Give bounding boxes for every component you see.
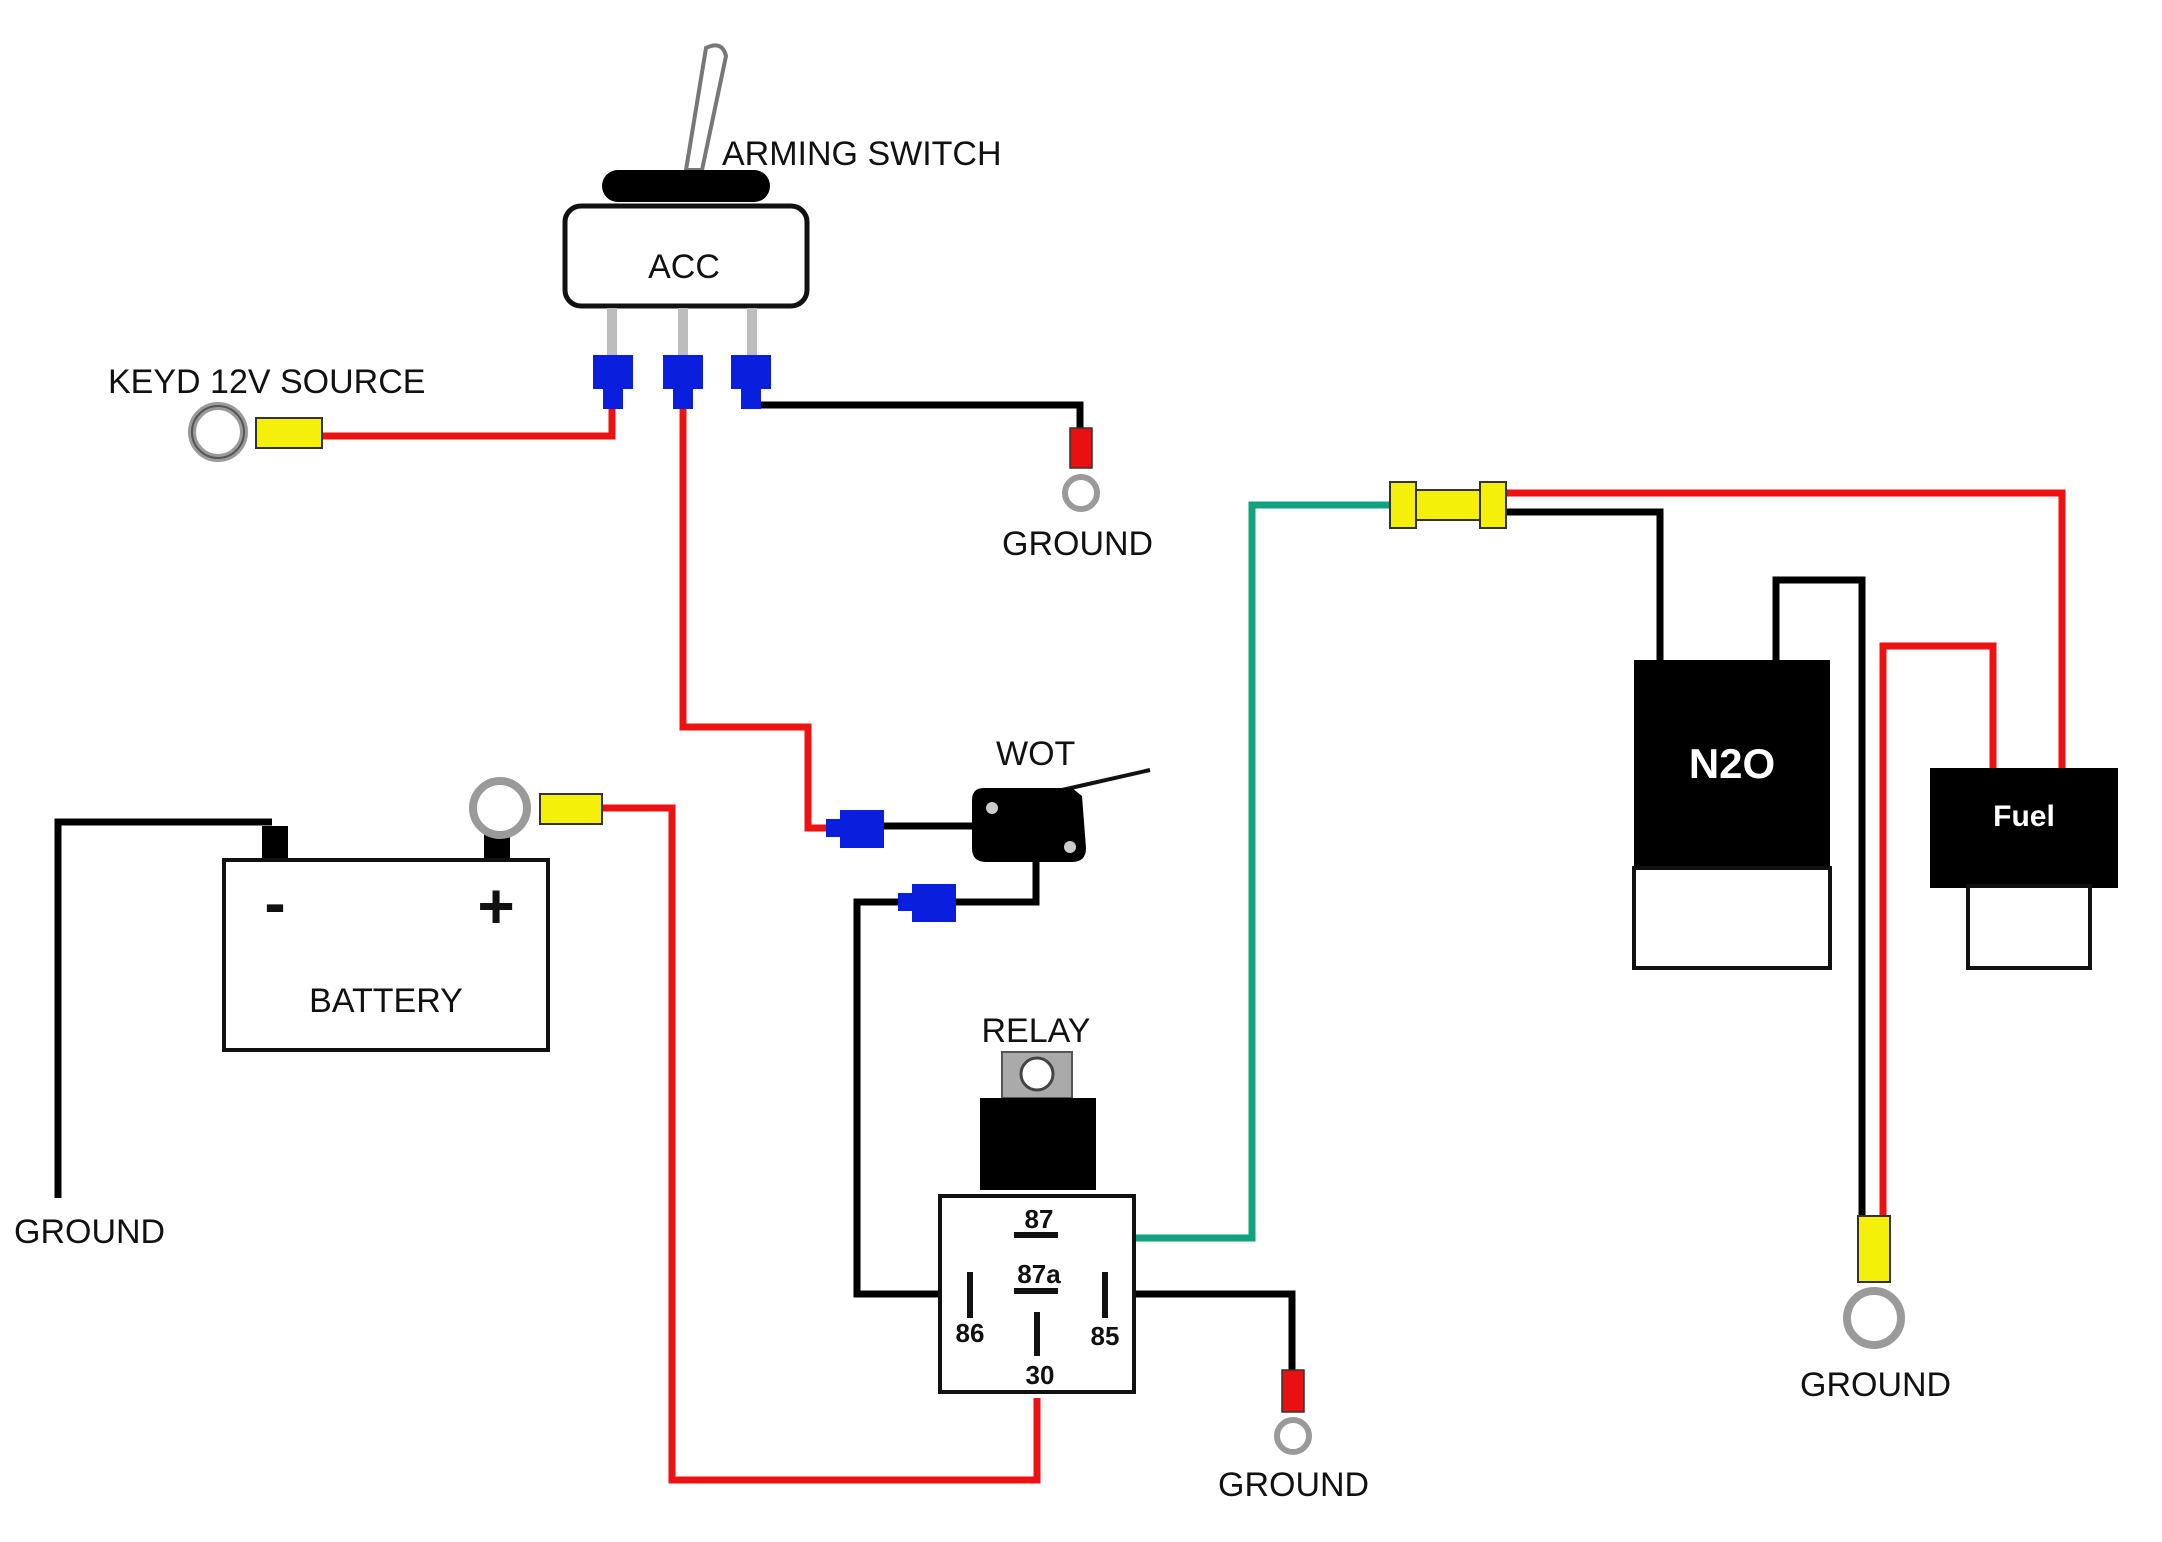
battery-plus-sign: + (477, 870, 514, 942)
wot-body (972, 788, 1086, 862)
label-key-source: KEYD 12V SOURCE (108, 363, 425, 401)
wire-fuel-ground (1879, 642, 1997, 1218)
switch-ground-terminal[interactable] (1062, 427, 1100, 512)
relay-pin-85: 85 (1091, 1321, 1120, 1351)
wire-battery-to-relay30 (600, 804, 1041, 1484)
wire-n2o-ground (1772, 576, 1866, 1218)
wire-battery-ground (54, 818, 272, 1198)
wot-switch[interactable] (972, 768, 1151, 862)
label-battery: BATTERY (309, 982, 463, 1020)
switch-terminal-middle[interactable] (663, 355, 703, 409)
label-acc: ACC (648, 248, 720, 286)
label-ground-battery: GROUND (14, 1213, 165, 1251)
wire-relay85-ground (1108, 1290, 1296, 1372)
wot-input-connector[interactable] (826, 810, 884, 848)
battery-body (222, 858, 550, 1052)
wire-relay86 (853, 898, 962, 1298)
wire-relay87-green (1062, 501, 1392, 1242)
relay-pin-87a: 87a (1017, 1259, 1061, 1289)
solenoid-connector[interactable] (1389, 481, 1507, 529)
arming-switch[interactable] (562, 43, 810, 409)
fuel-solenoid (1930, 768, 2118, 970)
relay-pin-87: 87 (1025, 1204, 1054, 1234)
wire-to-n2o-black (1505, 508, 1664, 660)
battery-positive-ring[interactable] (469, 777, 603, 839)
label-fuel: Fuel (1993, 800, 2055, 833)
label-relay: RELAY (982, 1012, 1091, 1050)
relay-ground-terminal[interactable] (1274, 1369, 1312, 1455)
label-ground-switch: GROUND (1002, 525, 1153, 563)
battery (222, 826, 550, 1052)
n2o-solenoid (1632, 660, 1832, 970)
relay-pin-86: 86 (956, 1318, 985, 1348)
switch-lever (683, 43, 729, 172)
battery-minus-sign: - (264, 867, 285, 939)
key-source-ring-terminal[interactable] (188, 402, 323, 462)
label-ground-solenoids: GROUND (1800, 1366, 1951, 1404)
wire-wot-to-relay86 (952, 858, 1040, 906)
wire-key-source (318, 405, 616, 440)
label-ground-relay: GROUND (1218, 1466, 1369, 1504)
relay (938, 1051, 1136, 1394)
label-n2o: N2O (1689, 740, 1775, 787)
wot-output-connector[interactable] (898, 884, 956, 922)
switch-terminal-right[interactable] (731, 355, 771, 409)
wire-switch-ground (752, 401, 1084, 430)
label-arming-switch: ARMING SWITCH (722, 135, 1002, 173)
switch-body (562, 203, 810, 309)
label-wot: WOT (996, 735, 1075, 773)
solenoid-ground-ring[interactable] (1843, 1215, 1905, 1349)
relay-pin-30: 30 (1026, 1360, 1055, 1390)
switch-terminal-left[interactable] (593, 355, 633, 409)
switch-lever-base (602, 170, 770, 202)
wire-to-fuel-red (1505, 489, 2066, 770)
wire-switch-to-wot (679, 405, 832, 832)
